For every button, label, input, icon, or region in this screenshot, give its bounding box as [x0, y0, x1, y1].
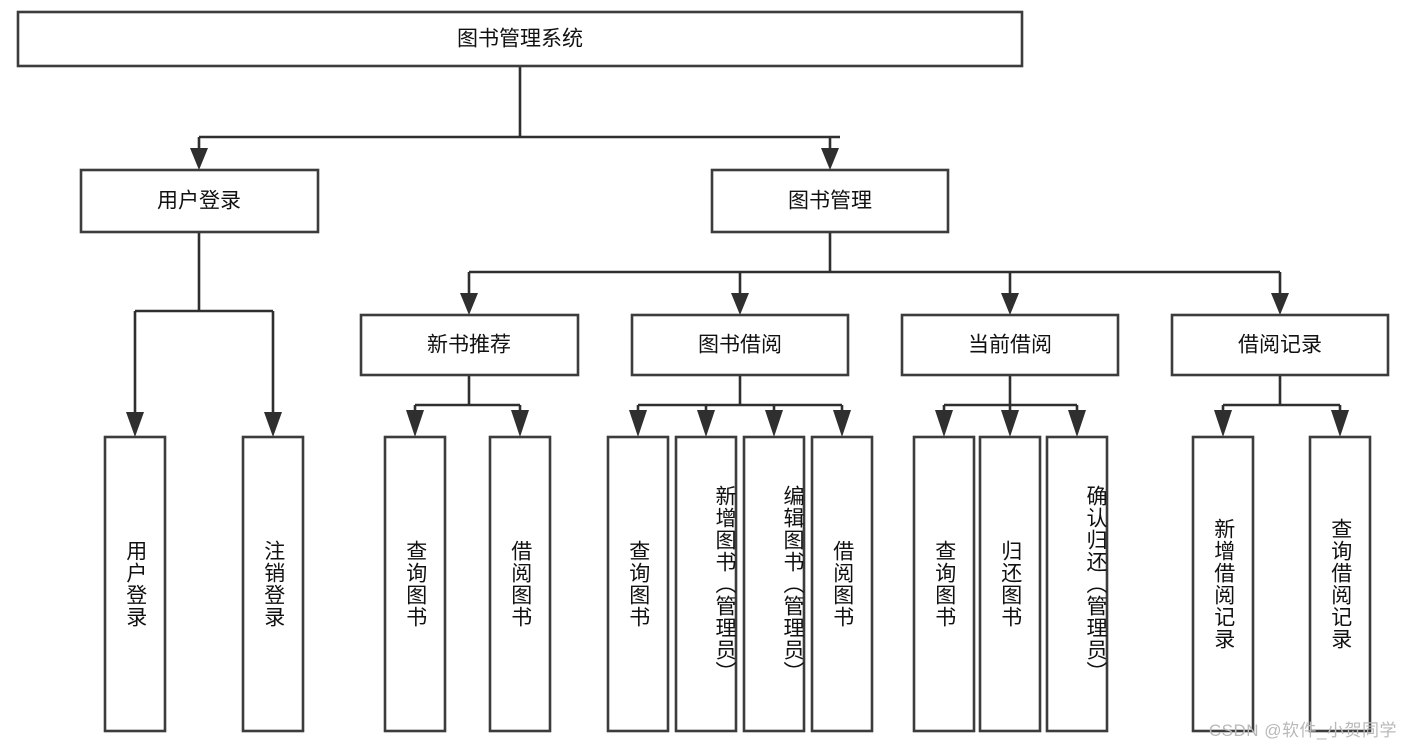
- leaf-box-book-borrow-1[interactable]: [606, 435, 670, 733]
- leaf-box-user-login-1[interactable]: [103, 435, 167, 733]
- node-book-borrow-box[interactable]: [630, 313, 850, 377]
- node-borrow-record-box[interactable]: [1170, 313, 1390, 377]
- node-root-label: 图书管理系统: [457, 28, 583, 51]
- connector-group-book-borrow: [629, 375, 851, 437]
- node-book-manage-box[interactable]: [710, 168, 950, 234]
- arrow-head-leaf-user-login-2: [264, 412, 282, 437]
- arrow-head-user-login: [190, 148, 208, 170]
- arrow-head-leaf-nb-1: [406, 410, 424, 437]
- node-book-borrow-label: 图书借阅: [698, 334, 782, 357]
- node-borrow-record[interactable]: 借阅记录: [1170, 313, 1390, 377]
- arrow-head-leaf-bb-1: [629, 410, 647, 437]
- leaf-box-book-borrow-4[interactable]: [810, 435, 874, 733]
- node-book-manage[interactable]: 图书管理: [710, 168, 950, 234]
- node-user-login-box[interactable]: [79, 168, 320, 234]
- leaf-box-current-borrow-1[interactable]: [912, 435, 976, 733]
- leaf-box-current-borrow-2[interactable]: [978, 435, 1042, 733]
- arrow-head-leaf-user-login-1: [126, 412, 144, 437]
- connector-group-new-book: [406, 375, 529, 437]
- arrow-head-leaf-cb-3: [1068, 410, 1086, 437]
- node-new-book-recommend-label: 新书推荐: [427, 334, 511, 357]
- node-current-borrow[interactable]: 当前借阅: [900, 313, 1120, 377]
- arrow-head-leaf-br-2: [1331, 410, 1349, 437]
- arrow-head-book-manage: [821, 148, 839, 170]
- node-book-manage-label: 图书管理: [788, 190, 872, 213]
- arrow-head-borrow-record: [1271, 293, 1289, 315]
- node-user-login-label: 用户登录: [157, 190, 241, 213]
- arrow-head-leaf-cb-1: [935, 410, 953, 437]
- connector-group-root: [190, 66, 840, 170]
- arrow-head-leaf-br-1: [1214, 410, 1232, 437]
- connector-group-book-manage: [460, 232, 1289, 315]
- leaf-box-new-book-1[interactable]: [383, 435, 447, 733]
- watermark-text: CSDN @软件_小贺同学: [1208, 721, 1397, 740]
- arrow-head-new-book: [460, 293, 478, 315]
- leaf-box-book-borrow-3[interactable]: [742, 435, 806, 733]
- node-current-borrow-label: 当前借阅: [968, 334, 1052, 357]
- arrow-head-leaf-cb-2: [1001, 410, 1019, 437]
- leaf-box-user-login-2[interactable]: [241, 435, 305, 733]
- arrow-head-leaf-bb-3: [765, 410, 783, 437]
- leaf-box-new-book-2[interactable]: [488, 435, 552, 733]
- node-new-book-recommend[interactable]: 新书推荐: [359, 313, 580, 377]
- connector-group-user-login: [126, 232, 282, 437]
- node-user-login[interactable]: 用户登录: [79, 168, 320, 234]
- node-book-borrow[interactable]: 图书借阅: [630, 313, 850, 377]
- arrow-head-leaf-bb-4: [833, 410, 851, 437]
- node-borrow-record-label: 借阅记录: [1238, 334, 1322, 357]
- leaf-box-book-borrow-2[interactable]: [674, 435, 738, 733]
- leaf-box-borrow-record-1[interactable]: [1191, 435, 1255, 733]
- node-root[interactable]: 图书管理系统: [16, 10, 1024, 68]
- leaf-box-borrow-record-2[interactable]: [1308, 435, 1372, 733]
- leaf-box-current-borrow-3[interactable]: [1045, 435, 1109, 733]
- arrow-head-leaf-nb-2: [511, 410, 529, 437]
- arrow-head-leaf-bb-2: [697, 410, 715, 437]
- node-new-book-recommend-box[interactable]: [359, 313, 580, 377]
- leaf-box-group: [103, 435, 1372, 733]
- connector-group-borrow-record: [1214, 375, 1349, 437]
- node-root-box[interactable]: [16, 10, 1024, 68]
- node-current-borrow-box[interactable]: [900, 313, 1120, 377]
- connector-group-current-borrow: [935, 375, 1086, 437]
- arrow-head-book-borrow: [731, 293, 749, 315]
- arrow-head-current-borrow: [1001, 293, 1019, 315]
